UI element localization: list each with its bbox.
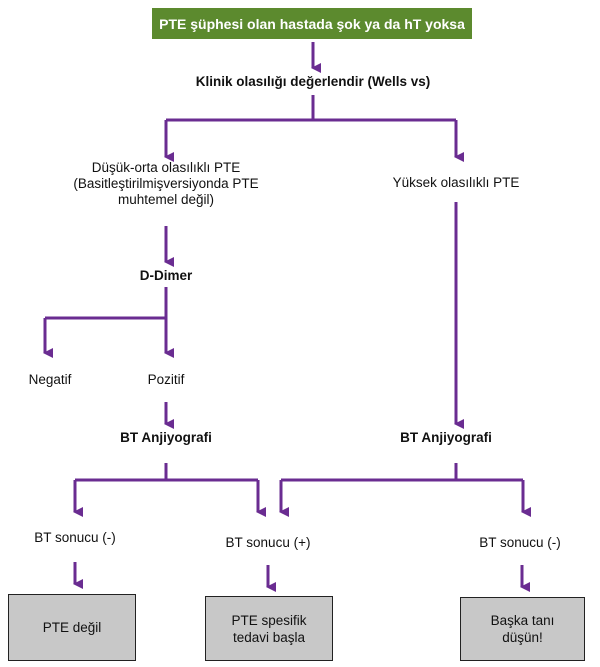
ct-angiography-right: BT Anjiyografi — [400, 430, 492, 445]
d-dimer-negative: Negatif — [28, 372, 72, 387]
d-dimer-test: D-Dimer — [139, 268, 193, 283]
header-text: PTE şüphesi olan hastada şok ya da hT yo… — [159, 15, 465, 32]
treatment-line-2: tedavi başla — [232, 629, 306, 645]
wells-assessment: Klinik olasılığı değerlendir (Wells vs) — [195, 74, 431, 89]
d-dimer-positive: Pozitif — [147, 372, 185, 387]
outcome-no-pte-label: PTE değil — [42, 620, 102, 635]
ct-result-negative-right: BT sonucu (-) — [479, 535, 561, 550]
low-prob-line-2: (Basitleştirilmişversiyonda PTE — [73, 176, 259, 191]
ct-result-positive: BT sonucu (+) — [225, 535, 311, 550]
other-diagnosis-line-2: düşün! — [502, 630, 543, 645]
outcome-no-pte: PTE değil — [8, 594, 136, 661]
outcome-start-treatment: PTE spesifik tedavi başla — [205, 596, 333, 661]
ct-result-negative-left: BT sonucu (-) — [34, 530, 116, 545]
ct-angiography-left: BT Anjiyografi — [120, 430, 212, 445]
low-prob-line-1: Düşük-orta olasılıklı PTE — [91, 160, 241, 175]
entry-condition-header: PTE şüphesi olan hastada şok ya da hT yo… — [152, 8, 472, 39]
low-probability-pte: Düşük-orta olasılıklı PTE (Basitleştiril… — [46, 160, 286, 208]
low-prob-line-3: muhtemel değil) — [117, 192, 215, 207]
high-probability-pte: Yüksek olasılıklı PTE — [392, 175, 520, 190]
other-diagnosis-line-1: Başka tanı — [490, 613, 555, 628]
treatment-line-1: PTE spesifik — [231, 612, 307, 628]
outcome-consider-other-diagnosis: Başka tanı düşün! — [460, 597, 585, 661]
